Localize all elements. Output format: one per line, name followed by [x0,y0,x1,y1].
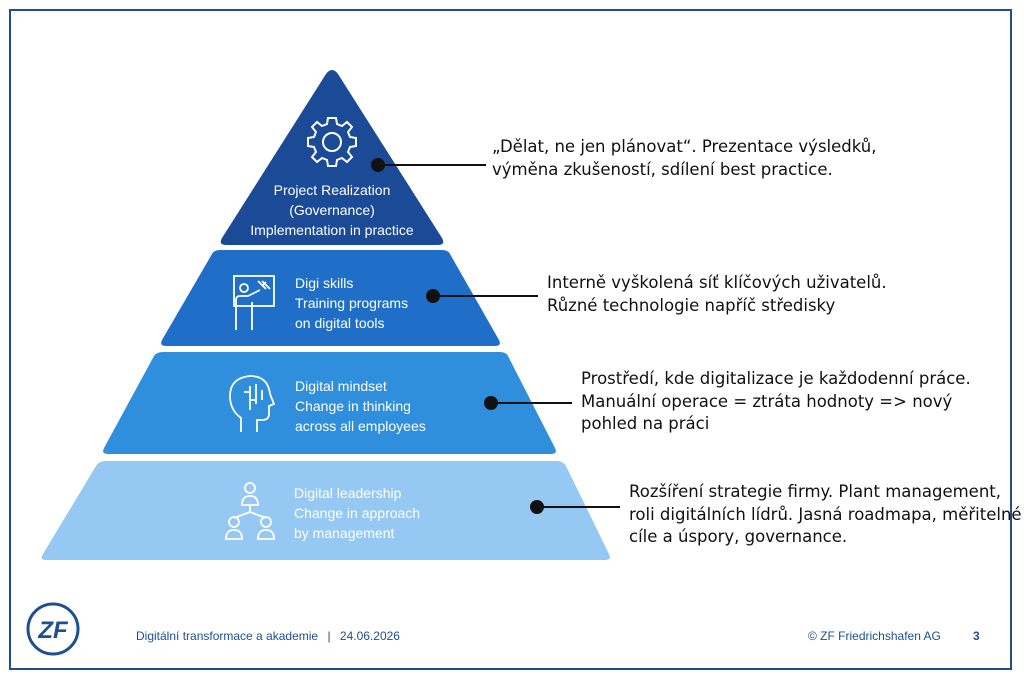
level-4-desc-line: cíle a úspory, governance. [629,527,848,546]
connector-1 [371,158,486,172]
footer-copyright: © ZF Friedrichshafen AG [808,629,941,643]
level-2-desc-line: Různé technologie napříč středisky [547,295,836,315]
connector-4 [530,500,620,514]
presenter-icon [233,275,275,330]
level-2-line2: Training programs [295,295,409,311]
org-chart-icon [225,482,275,540]
level-4-line3: by management [294,525,395,541]
level-3-line3: across all employees [295,418,426,434]
pyramid-level-1 [220,70,444,245]
pyramid-level-2 [161,250,500,346]
pyramid-level-4 [41,461,610,560]
level-3-desc-line: pohled na práci [581,414,710,433]
level-4-title: Digital leadership [294,485,402,501]
level-3-text: Digital mindset Change in thinking acros… [295,376,426,436]
level-2-title: Digi skills [295,275,354,291]
logo-text: ZF [37,617,69,644]
footer-left: Digitální transformace a akademie | 24.0… [136,629,400,643]
footer-date: 24.06.2026 [339,629,400,643]
level-3-description: Prostředí, kde digitalizace je každodenn… [581,368,971,436]
connector-3 [484,396,572,410]
level-4-line2: Change in approach [294,505,421,521]
level-1-desc-line: výměna zkušeností, sdílení best practice… [492,159,833,179]
pyramid-level-3 [103,352,556,454]
level-1-text: Project Realization (Governance) Impleme… [232,180,432,240]
level-2-line3: on digital tools [295,315,385,331]
level-2-desc-line: Interně vyškolená síť klíčových uživatel… [547,273,887,292]
zf-logo: ZF [26,602,80,656]
level-3-title: Digital mindset [295,378,387,394]
level-3-desc-line: Prostředí, kde digitalizace je každodenn… [581,369,971,388]
level-3-line2: Change in thinking [295,398,411,414]
level-4-desc-line: Rozšíření strategie firmy. Plant managem… [629,482,1002,501]
level-2-description: Interně vyškolená síť klíčových uživatel… [547,272,887,317]
level-3-desc-line: Manuální operace = ztráta hodnoty => nov… [581,391,953,411]
level-4-description: Rozšíření strategie firmy. Plant managem… [629,481,1022,549]
gear-icon [307,117,357,167]
level-4-text: Digital leadership Change in approach by… [294,483,420,543]
brain-head-icon [229,375,276,432]
level-1-line2: (Governance) [289,202,375,218]
level-1-description: „Dělat, ne jen plánovat“. Prezentace výs… [492,136,877,181]
footer-title: Digitální transformace a akademie [136,629,319,643]
level-1-desc-line: „Dělat, ne jen plánovat“. Prezentace výs… [492,137,877,156]
level-1-line3: Implementation in practice [250,222,414,238]
footer-separator: | [327,629,331,643]
level-1-title: Project Realization [273,182,391,198]
page-number: 3 [973,629,980,643]
level-4-desc-line: roli digitálních lídrů. Jasná roadmapa, … [629,504,1022,524]
connector-2 [426,289,538,303]
level-2-text: Digi skills Training programs on digital… [295,273,408,333]
